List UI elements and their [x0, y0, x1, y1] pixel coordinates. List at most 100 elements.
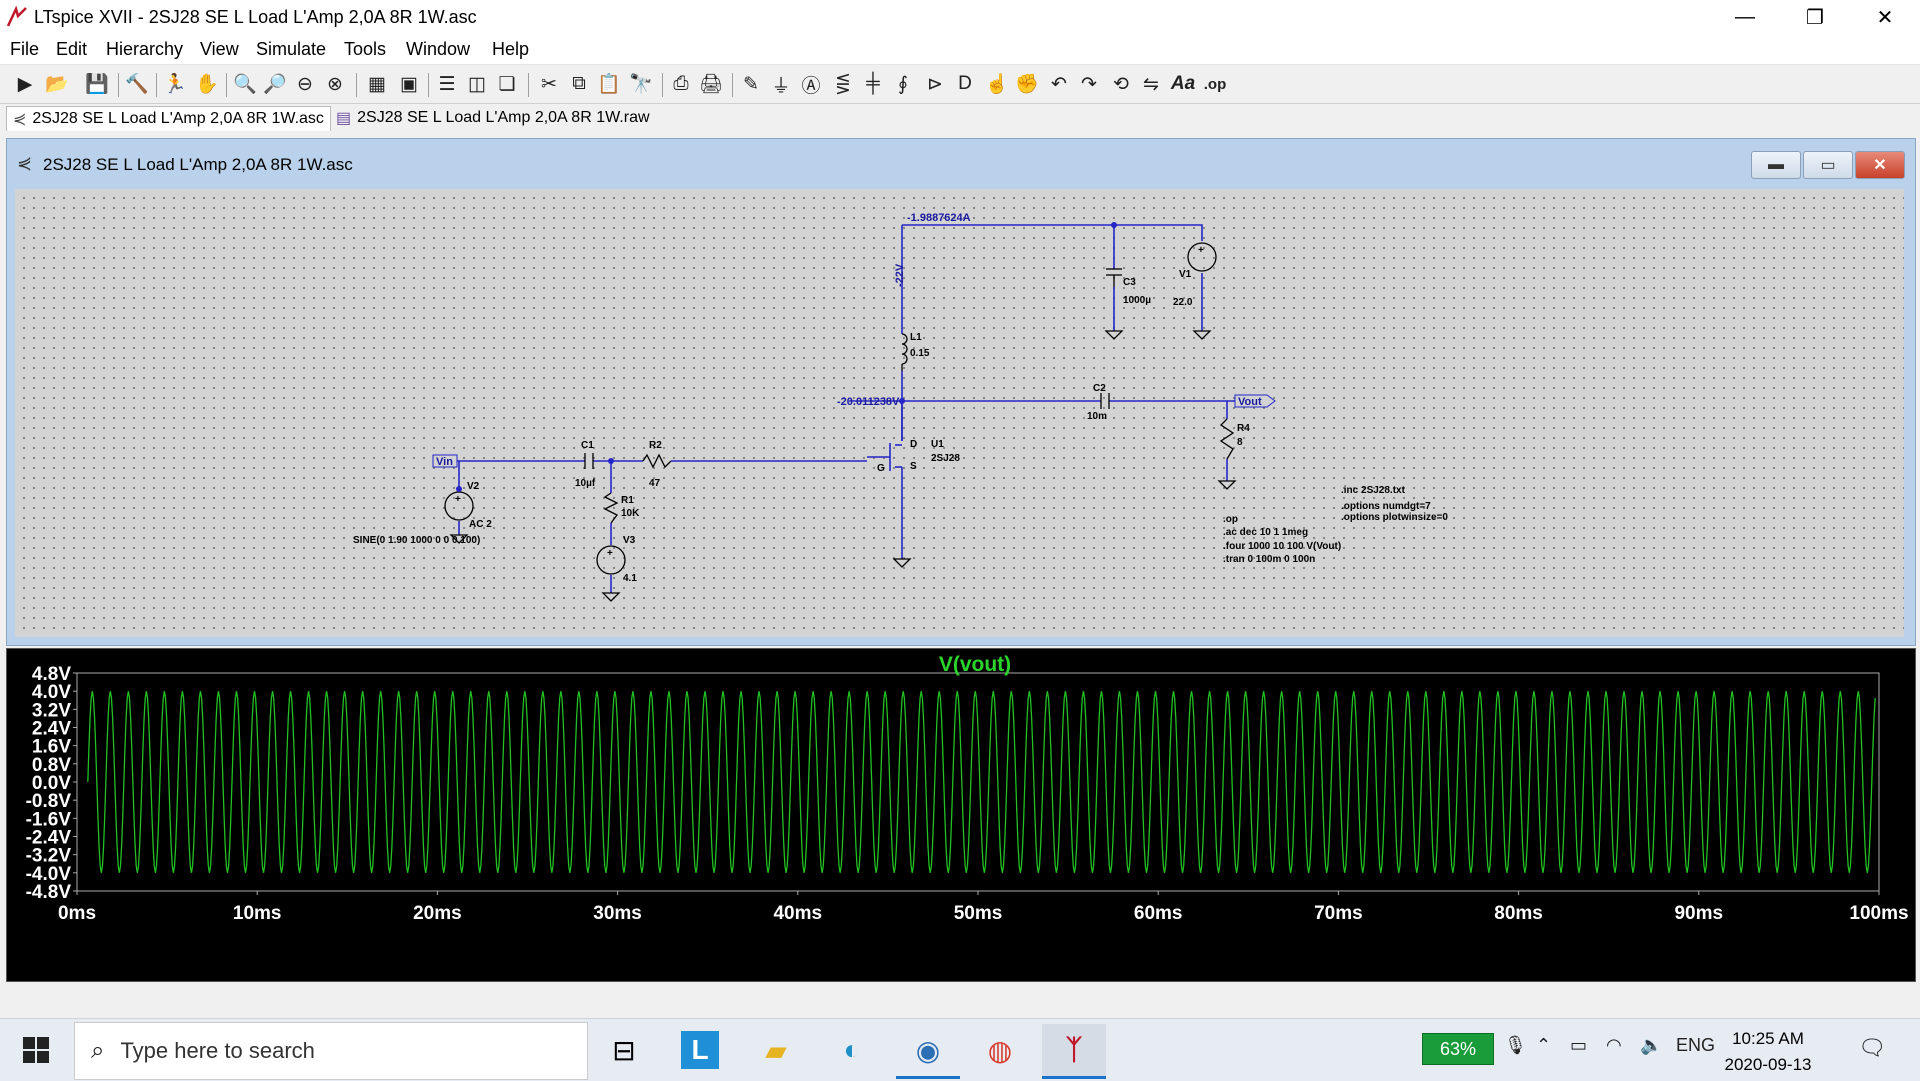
y-tick-label: 3.2V [32, 700, 71, 721]
resistor-icon[interactable]: ⋚ [835, 73, 851, 95]
app-chat-icon[interactable]: ◉ [896, 1024, 960, 1079]
restore-button[interactable]: ❐ [1806, 6, 1824, 29]
ltspice-taskbar-icon[interactable]: ᛉ [1042, 1024, 1106, 1079]
cascade-icon[interactable]: ❏ [498, 73, 516, 95]
zoom-area-icon[interactable]: 🔎 [263, 74, 287, 95]
app-l-icon[interactable]: L [668, 1024, 732, 1076]
windows-start-icon[interactable] [4, 1024, 68, 1076]
menu-edit[interactable]: Edit [56, 39, 88, 59]
mirror-icon[interactable]: ⇋ [1143, 73, 1159, 95]
control-panel-icon[interactable]: 🔨 [125, 74, 149, 95]
directive-ac[interactable]: .ac dec 10 1 1meg [1223, 527, 1308, 538]
battery-icon[interactable]: ▭ [1570, 1035, 1588, 1055]
x-tick-label: 100ms [1849, 903, 1908, 924]
tab-schematic[interactable]: ⋞ 2SJ28 SE L Load L'Amp 2,0A 8R 1W.asc [6, 106, 331, 131]
y-tick-label: 4.8V [32, 664, 71, 685]
wifi-icon[interactable]: ◠ [1606, 1035, 1622, 1055]
language-indicator[interactable]: ENG [1676, 1035, 1716, 1055]
task-view-icon[interactable]: ⊟ [612, 1034, 636, 1066]
vin-label: Vin [436, 456, 453, 468]
paste-icon[interactable]: 📋 [597, 74, 621, 95]
menu-simulate[interactable]: Simulate [256, 39, 327, 59]
print-icon[interactable]: 🖨 [698, 74, 724, 95]
draw-wire-icon[interactable]: ✎ [743, 73, 759, 95]
trace-vout [87, 691, 1876, 873]
vout-flag [1234, 394, 1276, 408]
directive-op[interactable]: .op [1223, 514, 1238, 525]
undo-icon[interactable]: ↶ [1051, 73, 1067, 95]
battery-meter[interactable]: 63% [1422, 1033, 1494, 1065]
text-icon[interactable]: Aa [1170, 73, 1196, 94]
y-tick-label: 1.6V [32, 737, 71, 758]
directive-tran[interactable]: .tran 0 100m 0 100n [1223, 554, 1315, 565]
menu-hierarchy[interactable]: Hierarchy [106, 39, 184, 59]
spice-directive-icon[interactable]: .op [1203, 75, 1227, 93]
document-tabs: ⋞ 2SJ28 SE L Load L'Amp 2,0A 8R 1W.asc ▤… [0, 104, 1920, 132]
u1-name: U1 [931, 439, 944, 450]
child-minimize-button[interactable]: ▬ [1751, 151, 1801, 179]
ground-icon[interactable]: ⏚ [771, 75, 791, 97]
capacitor-icon[interactable]: ╪ [866, 73, 880, 94]
edge-icon[interactable]: ◐ [843, 1034, 861, 1065]
inductor-icon[interactable]: ∮ [898, 73, 908, 95]
label-net-icon[interactable]: Ⓐ [801, 75, 821, 97]
file-explorer-icon[interactable]: ▰ [765, 1034, 787, 1066]
minimize-button[interactable]: — [1735, 5, 1755, 28]
open-icon[interactable]: 📂 [45, 74, 69, 95]
close-button[interactable]: ✕ [1876, 6, 1894, 29]
component-icon[interactable]: D [958, 73, 972, 94]
volume-icon[interactable]: 🔈 [1640, 1035, 1663, 1055]
zoom-cancel-icon[interactable]: ⊗ [327, 73, 343, 95]
pen-icon[interactable]: 🎙 [1504, 1035, 1527, 1055]
zoom-out-icon[interactable]: ⊖ [297, 73, 313, 95]
drag-icon[interactable]: ✊ [1015, 74, 1039, 95]
title-bar: LTspice XVII - 2SJ28 SE L Load L'Amp 2,0… [0, 0, 1920, 34]
directive-four[interactable]: .four 1000 10 100 V(Vout) [1223, 541, 1341, 552]
chevron-up-icon[interactable]: ⌃ [1536, 1035, 1552, 1055]
schematic-canvas[interactable]: + + + Vin Vout -1.9887624A -22V -20.0112… [15, 189, 1904, 637]
diode-icon[interactable]: ⊳ [927, 73, 943, 95]
zoom-full-icon[interactable]: ▣ [400, 73, 418, 95]
copy-icon[interactable]: ⧉ [572, 73, 586, 94]
chrome-icon[interactable]: ◍ [987, 1034, 1013, 1066]
cut-icon[interactable]: ✂ [541, 73, 557, 95]
move-icon[interactable]: ☝ [985, 74, 1009, 95]
directive-inc[interactable]: .inc 2SJ28.txt [1341, 485, 1406, 496]
l1-value: 0.15 [910, 348, 930, 359]
clock[interactable]: 10:25 AM 2020-09-13 [1718, 1026, 1818, 1078]
redo-icon[interactable]: ↷ [1081, 73, 1097, 95]
menu-tools[interactable]: Tools [344, 39, 387, 59]
pan-icon[interactable]: ✋ [195, 74, 219, 95]
tile-vertical-icon[interactable]: ◫ [468, 73, 486, 95]
menu-help[interactable]: Help [492, 39, 530, 59]
directive-plotwinsize[interactable]: .options plotwinsize=0 [1341, 512, 1448, 523]
u1-part: 2SJ28 [931, 453, 960, 464]
notification-icon[interactable]: 🗨 [1858, 1035, 1886, 1060]
rotate-icon[interactable]: ⟲ [1113, 73, 1129, 95]
y-tick-label: -0.8V [26, 791, 72, 812]
run-icon[interactable]: 🏃 [163, 74, 187, 95]
clock-time: 10:25 AM [1732, 1029, 1804, 1048]
autorange-icon[interactable]: ▦ [368, 73, 386, 95]
child-restore-button[interactable]: ▭ [1803, 151, 1853, 179]
tile-horizontal-icon[interactable]: ☰ [438, 73, 456, 95]
x-tick-label: 60ms [1134, 903, 1183, 924]
save-icon[interactable]: 💾 [85, 74, 109, 95]
find-icon[interactable]: 🔭 [629, 74, 653, 95]
window-title: LTspice XVII - 2SJ28 SE L Load L'Amp 2,0… [34, 7, 477, 27]
trace-title[interactable]: V(vout) [939, 653, 1011, 676]
directive-numdgt[interactable]: .options numdgt=7 [1341, 501, 1431, 512]
menu-file[interactable]: File [10, 39, 40, 59]
new-schematic-icon[interactable]: ▶ [17, 73, 33, 95]
v2-sine: SINE(0 1.90 1000 0 0 0 100) [353, 535, 480, 546]
menu-window[interactable]: Window [406, 39, 471, 59]
v2-ac: AC 2 [469, 519, 492, 530]
zoom-in-icon[interactable]: 🔍 [233, 74, 257, 95]
y-tick-label: 0.0V [32, 773, 71, 794]
print-preview-icon[interactable]: ⎙ [673, 73, 689, 94]
search-box[interactable]: ⌕ Type here to search [74, 1022, 588, 1080]
menu-view[interactable]: View [200, 39, 239, 59]
child-close-button[interactable]: ✕ [1855, 151, 1905, 179]
tab-waveform[interactable]: ▤ 2SJ28 SE L Load L'Amp 2,0A 8R 1W.raw [330, 106, 656, 130]
